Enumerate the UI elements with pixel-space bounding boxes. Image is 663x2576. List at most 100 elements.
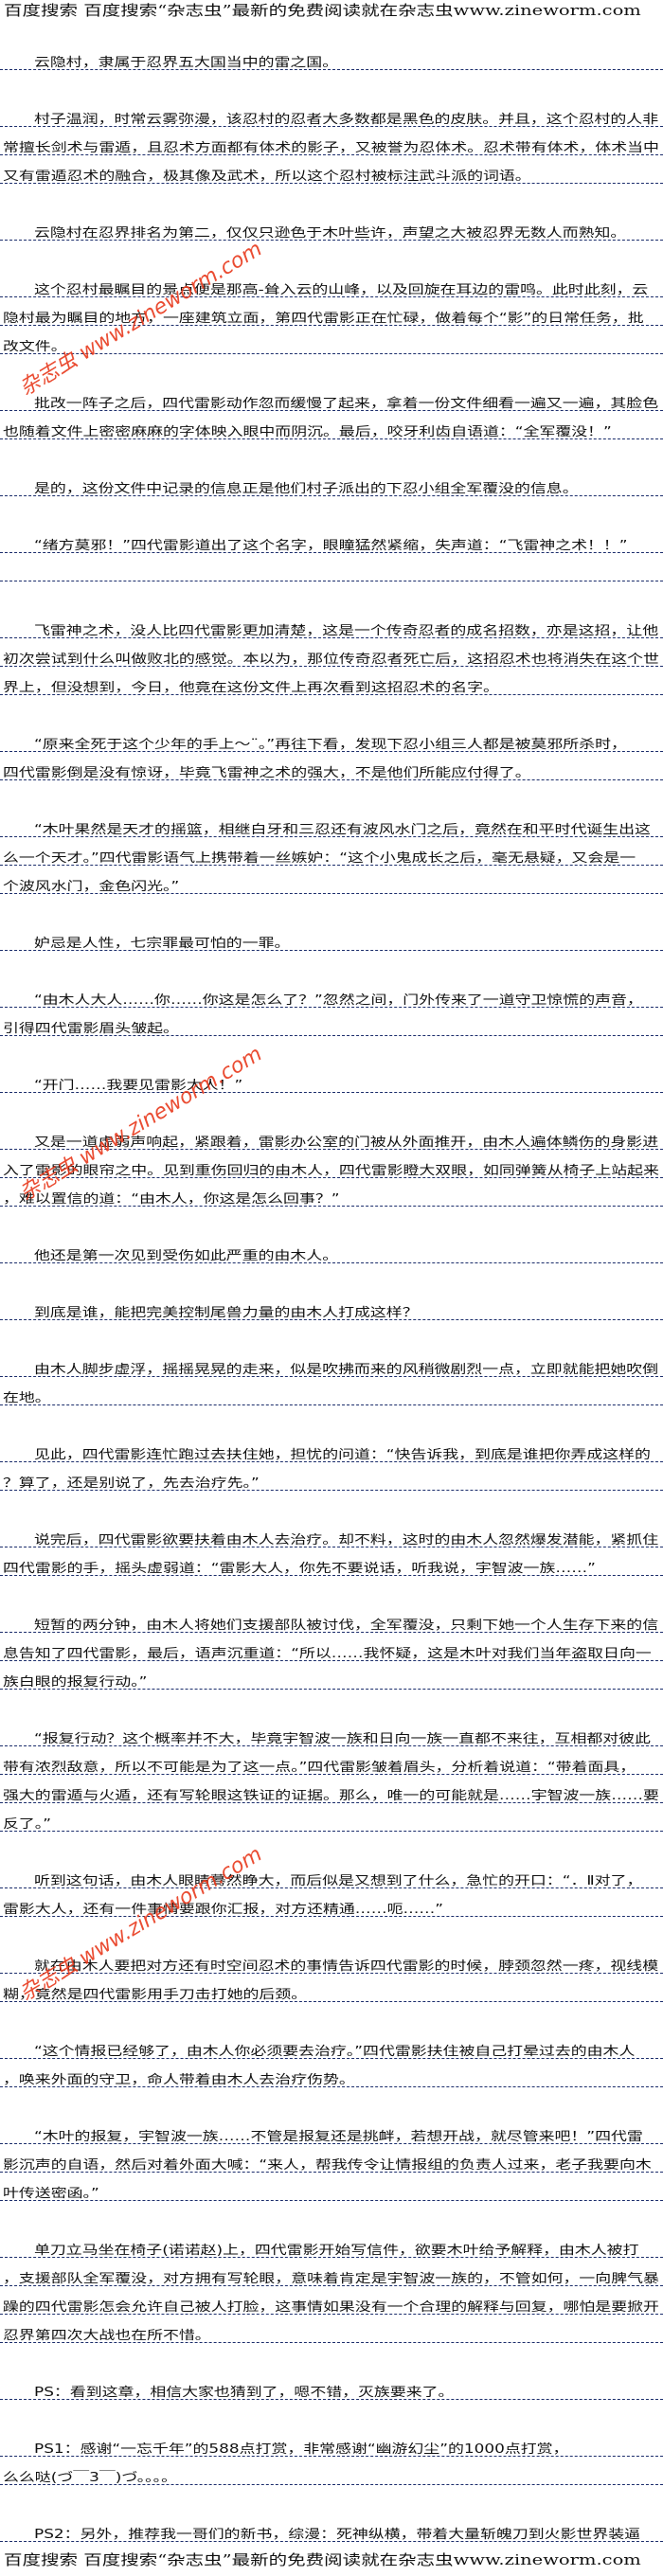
text-line: ，支援部队全军覆没，对方拥有写轮眼，意味着肯定是宇智波一族的，不管如何，一向脾气… [0, 2258, 663, 2286]
text-line: 么么哒(づ￣3￣)づ。。。。 [0, 2457, 663, 2485]
line-text: 又有雷遁忍术的融合，极其像及武术，所以这个忍村被标注武斗派的词语。 [3, 170, 531, 184]
text-line: 到底是谁，能把完美控制尾兽力量的由木人打成这样？ [0, 1292, 663, 1320]
text-line: ，难以置信的道：“由木人，你这是怎么回事？” [0, 1178, 663, 1207]
text-line: 这个忍村最瞩目的景点便是那高-耸入云的山峰，以及回旋在耳边的雷鸣。此时此刻，云 [0, 269, 663, 297]
text-line: PS2：另外，推荐我一哥们的新书，综漫：死神纵横，带着大量斩魄刀到火影世界装逼 [0, 2513, 663, 2542]
paragraph: PS1：感谢“一忘千年”的588点打赏，非常感谢“幽游幻尘”的1000点打赏， 么… [0, 2428, 663, 2485]
text-line: 反了。” [0, 1803, 663, 1832]
line-text: 影沉声的自语，然后对着外面大喊：“来人，帮我传令让情报组的负责人过来，老子我要向… [3, 2158, 652, 2173]
paragraph: “木叶的报复，宇智波一族……不管是报复还是挑衅，若想开战，就尽管来吧！”四代雷影… [0, 2116, 663, 2201]
line-text: 界上，但没想到，今日，他竟在这份文件上再次看到这招忍术的名字。 [3, 681, 499, 695]
line-text: 糊，竟然是四代雷影用手刀击打她的后颈。 [3, 1988, 308, 2002]
text-line: 由木人脚步虚浮，摇摇晃晃的走来，似是吹拂而来的风稍微剧烈一点，立即就能把她吹倒 [0, 1349, 663, 1377]
paragraph: “绪方莫邪！”四代雷影道出了这个名字，眼瞳猛然紧缩，失声道：“飞雷神之术！！” [0, 525, 663, 581]
line-text: 族白眼的报复行动。” [3, 1675, 148, 1690]
line-text: 忍界第四次大战也在所不惜。 [3, 2329, 211, 2343]
line-text: “原来全死于这个少年的手上～¨。”再往下看，发现下忍小组三人都是被莫邪所杀时， [34, 738, 627, 752]
text-line: 个波风水门，金色闪光。” [0, 866, 663, 894]
text-line: 隐村最为瞩目的地方，一座建筑立面，第四代雷影正在忙碌，做着每个“影”的日常任务，… [0, 297, 663, 326]
line-text: 引得四代雷影眉头皱起。 [3, 1022, 179, 1036]
line-text: “开门……我要见雷影大人！” [34, 1079, 243, 1093]
line-text: 村子温润，时常云雾弥漫，该忍村的忍者大多数都是黑色的皮肤。并且，这个忍村的人非 [34, 113, 659, 127]
paragraph: 听到这句话，由木人眼睛蓦然睁大，而后似是又想到了什么，急忙的开口：“．Ⅱ对了， 雷… [0, 1860, 663, 1917]
line-text: 四代雷影的手，摇头虚弱道：“雷影大人，你先不要说话，听我说，宇智波一族……” [3, 1562, 596, 1576]
paragraph: 这个忍村最瞩目的景点便是那高-耸入云的山峰，以及回旋在耳边的雷鸣。此时此刻，云隐… [0, 269, 663, 354]
chapter-text: 云隐村，隶属于忍界五大国当中的雷之国。村子温润，时常云雾弥漫，该忍村的忍者大多数… [0, 13, 663, 2542]
text-line: 雷影大人，还有一件事情要跟你汇报，对方还精通……呃……” [0, 1888, 663, 1917]
line-text: 是的，这份文件中记录的信息正是他们村子派出的下忍小组全军覆没的信息。 [34, 482, 579, 496]
site-banner-bottom: 百度搜索 百度搜索“杂志虫”最新的免费阅读就在杂志虫www.zineworm.c… [4, 2551, 641, 2568]
paragraph: 村子温润，时常云雾弥漫，该忍村的忍者大多数都是黑色的皮肤。并且，这个忍村的人非常… [0, 98, 663, 184]
line-text: 初次尝试到什么叫做败北的感觉。本以为，那位传奇忍者死亡后，这招忍术也将消失在这个… [3, 653, 659, 667]
paragraph: 飞雷神之术，没人比四代雷影更加清楚，这是一个传奇忍者的成名招数，亦是这招，让他初… [0, 610, 663, 695]
line-text: 就在由木人要把对方还有时空间忍术的事情告诉四代雷影的时候，脖颈忽然一疼，视线模 [34, 1959, 659, 1974]
text-line: 带有浓烈敌意，所以不可能是为了这一点。”四代雷影皱着眉头，分析着说道：“带着面具… [0, 1746, 663, 1775]
text-line: 就在由木人要把对方还有时空间忍术的事情告诉四代雷影的时候，脖颈忽然一疼，视线模 [0, 1945, 663, 1974]
text-line: 息告知了四代雷影，最后，语声沉重道：“所以……我怀疑，这是木叶对我们当年盗取日向… [0, 1633, 663, 1661]
text-line: “由木人大人……你……你这是怎么了？”忽然之间，门外传来了一道守卫惊慌的声音， [0, 979, 663, 1008]
line-text: 单刀立马坐在椅子(诺诺赵)上，四代雷影开始写信件，欲要木叶给予解释，由木人被打 [34, 2244, 639, 2258]
text-line: “原来全死于这个少年的手上～¨。”再往下看，发现下忍小组三人都是被莫邪所杀时， [0, 724, 663, 752]
paragraph: 就在由木人要把对方还有时空间忍术的事情告诉四代雷影的时候，脖颈忽然一疼，视线模糊… [0, 1945, 663, 2002]
text-line: 入了雷影的眼帘之中。见到重伤回归的由木人，四代雷影瞪大双眼，如同弹簧从椅子上站起… [0, 1150, 663, 1178]
line-text: ，唤来外面的守卫，命人带着由木人去治疗伤势。 [3, 2073, 355, 2087]
text-line: 是的，这份文件中记录的信息正是他们村子派出的下忍小组全军覆没的信息。 [0, 468, 663, 496]
line-text: 云隐村，隶属于忍界五大国当中的雷之国。 [34, 56, 339, 70]
line-text: “木叶的报复，宇智波一族……不管是报复还是挑衅，若想开战，就尽管来吧！”四代雷 [34, 2130, 643, 2144]
line-text: 也随着文件上密密麻麻的字体映入眼中而阴沉。最后，咬牙利齿自语道：“全军覆没！” [3, 425, 612, 439]
line-text: 入了雷影的眼帘之中。见到重伤回归的由木人，四代雷影瞪大双眼，如同弹簧从椅子上站起… [3, 1164, 659, 1178]
paragraph: 短暂的两分钟，由木人将她们支援部队被讨伐，全军覆没，只剩下她一个人生存下来的信息… [0, 1604, 663, 1690]
line-text: 强大的雷遁与火遁，还有写轮眼这铁证的证据。那么，唯一的可能就是……宇智波一族……… [3, 1789, 659, 1803]
text-line: “开门……我要见雷影大人！” [0, 1064, 663, 1093]
text-line: 又是一道虚弱声响起，紧跟着，雷影办公室的门被从外面推开，由木人遍体鳞伤的身影进 [0, 1121, 663, 1150]
paragraph: 他还是第一次见到受伤如此严重的由木人。 [0, 1235, 663, 1263]
text-line: 批改一阵子之后，四代雷影动作忽而缓慢了起来，拿着一份文件细看一遍又一遍，其脸色 [0, 383, 663, 411]
text-line: 他还是第一次见到受伤如此严重的由木人。 [0, 1235, 663, 1263]
line-text: 个波风水门，金色闪光。” [3, 880, 180, 894]
line-text: 批改一阵子之后，四代雷影动作忽而缓慢了起来，拿着一份文件细看一遍又一遍，其脸色 [34, 397, 659, 411]
line-text: 改文件。 [3, 340, 67, 354]
paragraph: “报复行动？这个概率并不大，毕竟宇智波一族和日向一族一直都不来往，互相都对彼此带… [0, 1718, 663, 1832]
line-text: ？算了，还是别说了，先去治疗先。” [3, 1476, 260, 1491]
paragraph: 云隐村在忍界排名为第二，仅仅只逊色于木叶些许，声望之大被忍界无数人而熟知。 [0, 212, 663, 241]
line-text: 带有浓烈敌意，所以不可能是为了这一点。”四代雷影皱着眉头，分析着说道：“带着面具… [3, 1761, 636, 1775]
line-text: 雷影大人，还有一件事情要跟你汇报，对方还精通……呃……” [3, 1903, 444, 1917]
line-text: 云隐村在忍界排名为第二，仅仅只逊色于木叶些许，声望之大被忍界无数人而熟知。 [34, 226, 627, 241]
text-line: 影沉声的自语，然后对着外面大喊：“来人，帮我传令让情报组的负责人过来，老子我要向… [0, 2144, 663, 2173]
text-line: PS：看到这章，相信大家也猜到了，嗯不错，灭族要来了。 [0, 2371, 663, 2400]
line-text: “这个情报已经够了，由木人你必须要去治疗。”四代雷影扶住被自己打晕过去的由木人 [34, 2045, 636, 2059]
paragraph: PS2：另外，推荐我一哥们的新书，综漫：死神纵横，带着大量斩魄刀到火影世界装逼 [0, 2513, 663, 2542]
line-text: 么么哒(づ￣3￣)づ。。。。 [3, 2471, 177, 2485]
text-line: 四代雷影的手，摇头虚弱道：“雷影大人，你先不要说话，听我说，宇智波一族……” [0, 1547, 663, 1576]
line-text: 又是一道虚弱声响起，紧跟着，雷影办公室的门被从外面推开，由木人遍体鳞伤的身影进 [34, 1136, 659, 1150]
line-text: 说完后，四代雷影欲要扶着由木人去治疗。却不料，这时的由木人忽然爆发潜能，紧抓住 [34, 1533, 659, 1547]
paragraph: “这个情报已经够了，由木人你必须要去治疗。”四代雷影扶住被自己打晕过去的由木人 ，… [0, 2030, 663, 2087]
paragraph: 单刀立马坐在椅子(诺诺赵)上，四代雷影开始写信件，欲要木叶给予解释，由木人被打，… [0, 2229, 663, 2343]
text-line: 界上，但没想到，今日，他竟在这份文件上再次看到这招忍术的名字。 [0, 667, 663, 695]
paragraph: 由木人脚步虚浮，摇摇晃晃的走来，似是吹拂而来的风稍微剧烈一点，立即就能把她吹倒在… [0, 1349, 663, 1405]
text-line: “木叶果然是天才的摇篮，相继白牙和三忍还有波风水门之后，竟然在和平时代诞生出这 [0, 809, 663, 837]
line-text: 息告知了四代雷影，最后，语声沉重道：“所以……我怀疑，这是木叶对我们当年盗取日向… [3, 1647, 652, 1661]
text-line: 见此，四代雷影连忙跑过去扶住她，担忧的问道：“快告诉我，到底是谁把你弄成这样的 [0, 1434, 663, 1462]
line-text: 听到这句话，由木人眼睛蓦然睁大，而后似是又想到了什么，急忙的开口：“．Ⅱ对了， [34, 1874, 643, 1888]
text-line: 糊，竟然是四代雷影用手刀击打她的后颈。 [0, 1974, 663, 2002]
line-text: 么一个天才。”四代雷影语气上携带着一丝嫉妒：“这个小鬼成长之后，毫无悬疑，又会是… [3, 851, 636, 866]
line-text: “由木人大人……你……你这是怎么了？”忽然之间，门外传来了一道守卫惊慌的声音， [34, 993, 643, 1008]
line-text: “报复行动？这个概率并不大，毕竟宇智波一族和日向一族一直都不来往，互相都对彼此 [34, 1732, 651, 1746]
paragraph: “由木人大人……你……你这是怎么了？”忽然之间，门外传来了一道守卫惊慌的声音， 引… [0, 979, 663, 1036]
text-line: “绪方莫邪！”四代雷影道出了这个名字，眼瞳猛然紧缩，失声道：“飞雷神之术！！” [0, 525, 663, 553]
line-text: 反了。” [3, 1817, 52, 1832]
line-text: 妒忌是人性，七宗罪最可怕的一罪。 [34, 937, 291, 951]
line-text: 飞雷神之术，没人比四代雷影更加清楚，这是一个传奇忍者的成名招数，亦是这招，让他 [34, 624, 659, 638]
line-text: PS：看到这章，相信大家也猜到了，嗯不错，灭族要来了。 [34, 2386, 455, 2400]
text-line: 短暂的两分钟，由木人将她们支援部队被讨伐，全军覆没，只剩下她一个人生存下来的信 [0, 1604, 663, 1633]
line-text: 叶传送密函。” [3, 2187, 99, 2201]
text-line: 忍界第四次大战也在所不惜。 [0, 2315, 663, 2343]
text-line: 村子温润，时常云雾弥漫，该忍村的忍者大多数都是黑色的皮肤。并且，这个忍村的人非 [0, 98, 663, 127]
site-banner-top: 百度搜索 百度搜索“杂志虫”最新的免费阅读就在杂志虫www.zineworm.c… [4, 2, 641, 19]
paragraph: “木叶果然是天才的摇篮，相继白牙和三忍还有波风水门之后，竟然在和平时代诞生出这么… [0, 809, 663, 894]
line-text: 在地。 [3, 1391, 51, 1405]
paragraph: 见此，四代雷影连忙跑过去扶住她，担忧的问道：“快告诉我，到底是谁把你弄成这样的 ？… [0, 1434, 663, 1491]
line-text: 四代雷影倒是没有惊讶，毕竟飞雷神之术的强大，不是他们所能应付得了。 [3, 766, 531, 780]
text-line: PS1：感谢“一忘千年”的588点打赏，非常感谢“幽游幻尘”的1000点打赏， [0, 2428, 663, 2457]
